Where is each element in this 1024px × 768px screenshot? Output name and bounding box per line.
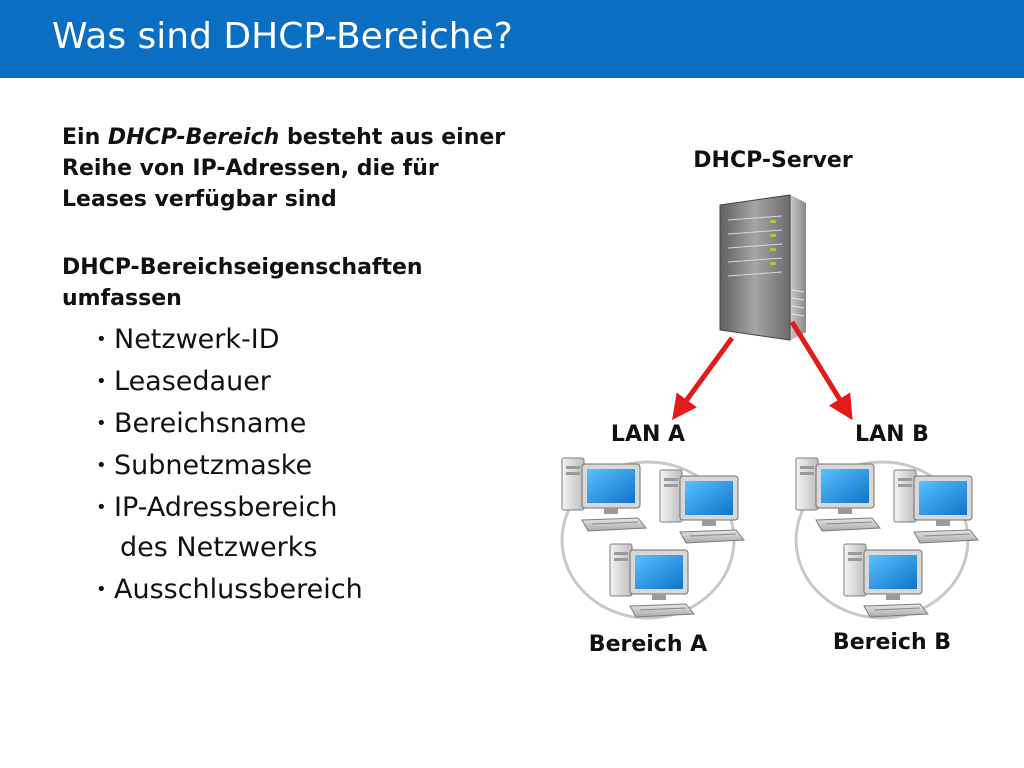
properties-heading: DHCP-Bereichseigenschaften umfassen <box>62 254 423 311</box>
list-item-text: Ausschlussbereich <box>114 573 363 605</box>
list-item-text: Bereichsname <box>114 408 307 440</box>
title-bar: Was sind DHCP-Bereiche? <box>0 0 1024 78</box>
scope-definition-term: DHCP-Bereich <box>107 125 280 150</box>
diagram-canvas <box>560 194 979 620</box>
slide-title: Was sind DHCP-Bereiche? <box>52 16 513 57</box>
scope-definition: Ein DHCP-Bereich besteht aus einer Reihe… <box>62 122 522 216</box>
computer-icon <box>795 457 881 532</box>
list-item: • Netzwerk-ID <box>96 320 522 360</box>
computer-icon <box>609 543 695 618</box>
list-item-continuation: des Netzwerks <box>120 531 318 563</box>
bullet-icon: • <box>96 413 107 435</box>
list-item: • Ausschlussbereich <box>96 570 522 610</box>
scope-b-label: Bereich B <box>832 630 952 655</box>
computer-icon <box>561 457 647 532</box>
network-diagram: DHCP-Server LAN A LAN B Bereich A Bereic… <box>520 100 1020 700</box>
computer-icon <box>893 469 979 544</box>
list-item-text: IP-Adressbereich <box>114 491 338 523</box>
lan-a-label: LAN A <box>610 422 686 447</box>
computer-icon <box>659 469 745 544</box>
list-item: • Leasedauer <box>96 362 522 402</box>
computer-icon <box>843 543 929 618</box>
scope-definition-lead: Ein <box>62 125 108 150</box>
scope-a-label: Bereich A <box>588 632 708 657</box>
server-label: DHCP-Server <box>693 148 853 173</box>
list-item-text: Subnetzmaske <box>114 450 313 482</box>
bullet-icon: • <box>96 455 107 477</box>
list-item: • Bereichsname <box>96 404 522 444</box>
list-item: • IP-Adressbereich des Netzwerks <box>96 488 522 568</box>
scope-definition-rest: besteht aus einer Reihe von IP-Adressen,… <box>62 125 506 213</box>
arrow-to-lan-a <box>672 336 735 421</box>
bullet-icon: • <box>96 329 107 351</box>
server-icon <box>719 194 806 341</box>
list-item-text: Leasedauer <box>114 366 271 398</box>
bullet-icon: • <box>96 578 107 600</box>
bullet-icon: • <box>96 371 107 393</box>
bullet-icon: • <box>96 496 107 518</box>
properties-list: • Netzwerk-ID • Leasedauer • Bereichsname •… <box>62 320 522 610</box>
arrow-to-lan-b <box>789 320 853 421</box>
list-item-text: Netzwerk-ID <box>114 324 280 356</box>
list-item: • Subnetzmaske <box>96 446 522 486</box>
text-column: Ein DHCP-Bereich besteht aus einer Reihe… <box>62 122 522 612</box>
lan-b-label: LAN B <box>855 422 929 447</box>
